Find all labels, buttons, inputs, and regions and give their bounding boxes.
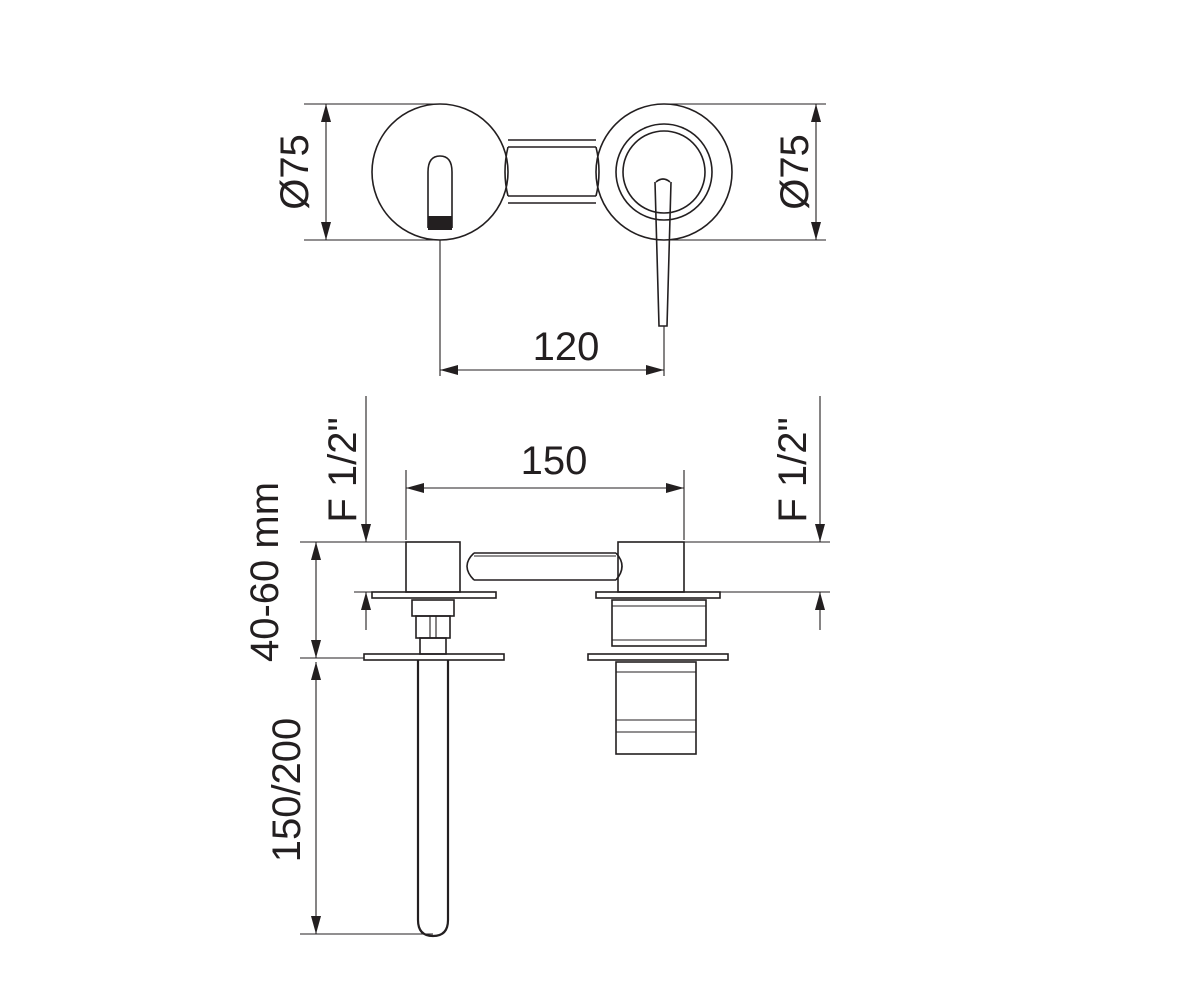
wall-plate-right [587,653,729,661]
mixer-lever-top [654,178,672,376]
dim-diameter-right: Ø75 [773,134,817,210]
connector-bar [504,139,600,204]
spout-plate [371,591,497,599]
mixer-body [617,541,685,593]
dim-spout-length: 150/200 [265,718,309,863]
side-view: 150 [243,396,830,938]
mixer-handle-ring-outer [615,123,713,221]
mixer-cartridge [611,599,707,647]
dim-spacing-120: 120 [533,325,600,369]
dim-diameter-left: Ø75 [273,134,317,210]
spout-body [405,541,461,593]
dim-wall-depth: 40-60 mm [243,482,287,662]
spout-top [427,155,453,376]
dim-spacing-150: 150 [521,439,588,483]
wall-plate-left [363,653,505,661]
connector-bar-side [466,552,623,581]
mixer-plate [595,591,721,599]
spout-tube [416,660,450,938]
mixer-valve-body [615,661,697,755]
mixer-handle-ring-inner [622,130,706,214]
top-view: Ø75 Ø75 120 [273,103,826,376]
dim-thread-right: F 1/2" [771,417,815,522]
spout-outlet [428,216,452,230]
dim-thread-left: F 1/2" [321,417,365,522]
